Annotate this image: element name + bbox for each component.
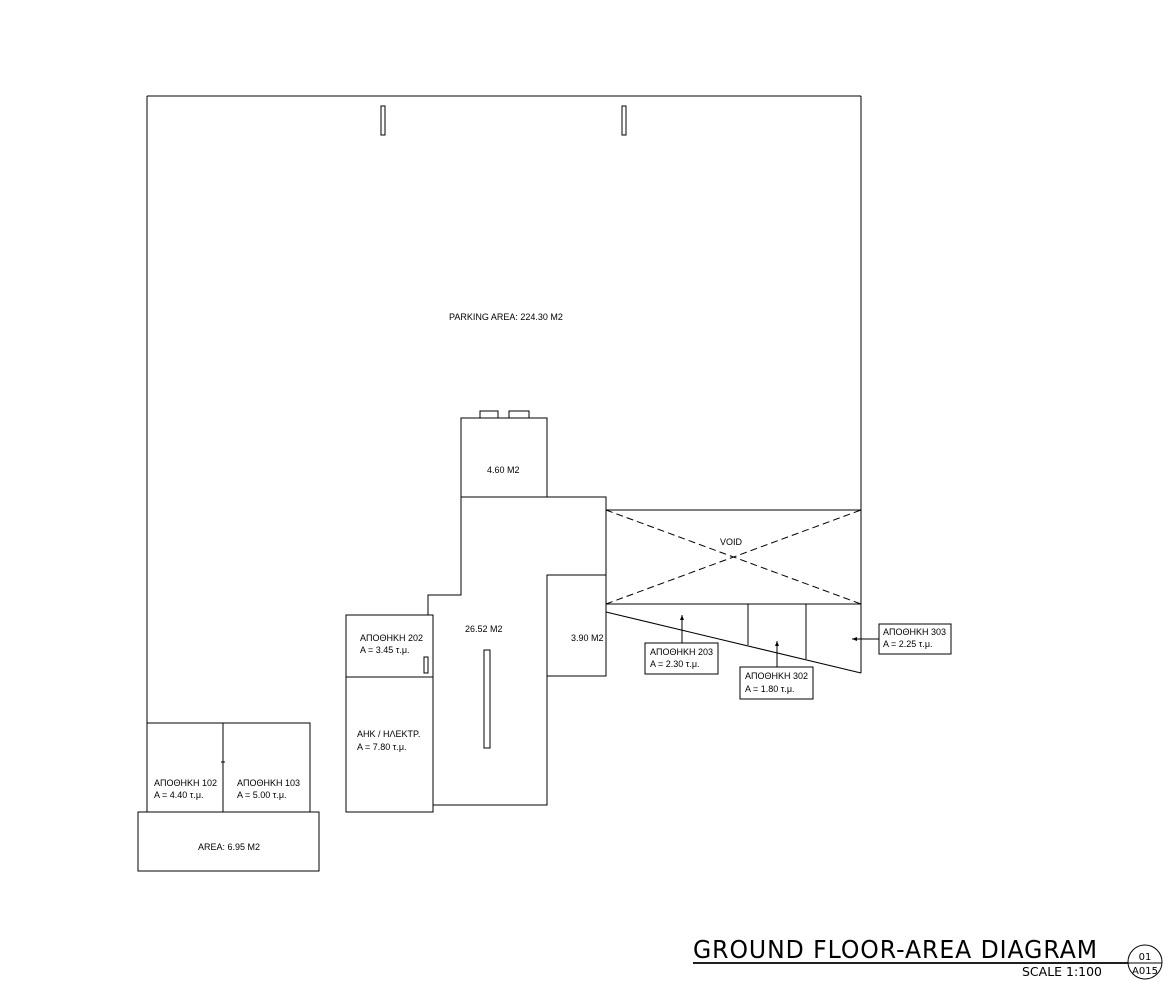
storage-202-area: A = 3.45 τ.μ. [360,645,410,655]
storage-203-area: A = 2.30 τ.μ. [650,659,700,669]
storage-303-name: ΑΠΟΘΗΚΗ 303 [883,627,946,637]
area-6-95 [137,811,320,872]
vent-marker [508,410,530,419]
storage-102-area: A = 4.40 τ.μ. [154,790,204,800]
storage-103-name: ΑΠΟΘΗΚΗ 103 [237,778,300,788]
room-3-90 [546,574,607,677]
room-26-52 [433,496,607,806]
storage-103-area: A = 5.00 τ.μ. [237,790,287,800]
parking-area-label: PARKING AREA: 224.30 M2 [449,312,563,322]
storage-302-tag: ΑΠΟΘΗΚΗ 302 A = 1.80 τ.μ. [739,641,814,700]
detail-number: 01 [1139,952,1152,963]
void [605,509,862,605]
room-26-52-label: 26.52 M2 [465,624,503,634]
storage-102-name: ΑΠΟΘΗΚΗ 102 [154,778,217,788]
storage-303-area: A = 2.25 τ.μ. [883,639,933,649]
room-4-60 [460,417,548,498]
storage-303-tag: ΑΠΟΘΗΚΗ 303 A = 2.25 τ.μ. [852,623,952,655]
ahk-name: ΑΗΚ / ΗΛΕΚΤΡ. [357,729,420,739]
ahk-room [345,676,434,813]
storage-302-area: A = 1.80 τ.μ. [745,684,795,694]
storage-202-name: ΑΠΟΘΗΚΗ 202 [360,633,423,643]
vent-marker [479,410,499,419]
column-marker [621,105,627,136]
parking-boundary [146,95,862,723]
detail-reference-bubble: 01 A015 [1127,944,1163,980]
room-4-60-label: 4.60 M2 [487,465,520,475]
drawing-scale: SCALE 1:100 [1022,965,1102,979]
storage-203-tag: ΑΠΟΘΗΚΗ 203 A = 2.30 τ.μ. [644,615,719,675]
drawing-title: GROUND FLOOR-AREA DIAGRAM [693,935,1098,964]
room-3-90-label: 3.90 M2 [571,633,604,643]
sheet-number: A015 [1132,966,1158,977]
storage-strip-edge [605,611,862,674]
door-marker [423,656,429,674]
column-marker [380,105,386,136]
stair-marker [483,649,491,749]
ahk-area: A = 7.80 τ.μ. [357,742,407,752]
storage-302-name: ΑΠΟΘΗΚΗ 302 [745,671,808,681]
storage-203-name: ΑΠΟΘΗΚΗ 203 [650,647,713,657]
area-6-95-label: AREA: 6.95 M2 [198,842,260,852]
room-26-52-wall [427,497,462,615]
void-label: VOID [720,537,743,547]
void-diagonal [605,509,862,605]
